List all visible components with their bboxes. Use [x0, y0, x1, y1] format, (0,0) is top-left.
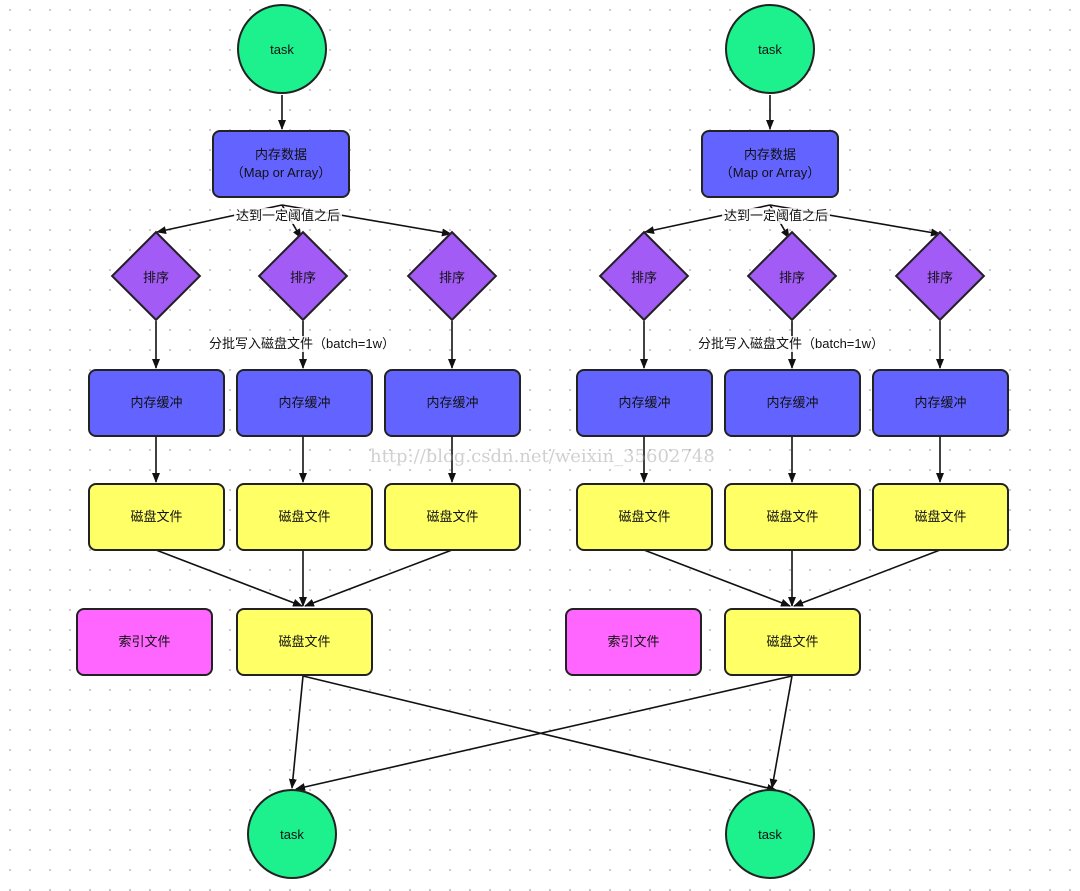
- right-memory-data-node: 内存数据 （Map or Array）: [701, 130, 839, 198]
- left-memory-data-subtitle: （Map or Array）: [230, 165, 332, 180]
- left-disk-file-label-2: 磁盘文件: [278, 509, 331, 524]
- right-sort-label-3: 排序: [926, 269, 953, 285]
- right-memory-data-title: 内存数据: [743, 147, 796, 162]
- right-sort-label-1: 排序: [630, 269, 657, 285]
- right-buffer-label-3: 内存缓冲: [914, 395, 967, 410]
- left-memory-data-title: 内存数据: [254, 147, 307, 162]
- left-buffer-label-1: 内存缓冲: [130, 395, 183, 410]
- right-buffer-node-3: 内存缓冲: [872, 369, 1009, 437]
- left-index-file-label: 索引文件: [118, 634, 171, 649]
- right-top-task-node: task: [725, 4, 815, 94]
- right-threshold-label: 达到一定阈值之后: [722, 208, 831, 224]
- right-disk-file-node-2: 磁盘文件: [724, 483, 861, 551]
- left-disk-file-label-1: 磁盘文件: [130, 509, 183, 524]
- right-bottom-task-node: task: [725, 789, 815, 879]
- left-disk-file-node-3: 磁盘文件: [384, 483, 521, 551]
- left-sort-node-1: 排序: [110, 230, 202, 322]
- edge-left-disk-3-to-merged: [304, 549, 453, 607]
- edge-right-disk-3-to-merged: [793, 549, 941, 607]
- left-top-task-label: task: [270, 41, 294, 57]
- left-sort-node-3: 排序: [406, 230, 498, 322]
- left-memory-data-node: 内存数据 （Map or Array）: [212, 130, 350, 198]
- left-sort-label-1: 排序: [142, 269, 169, 285]
- right-top-task-label: task: [758, 41, 782, 57]
- right-bottom-task-label: task: [758, 826, 782, 842]
- right-disk-file-node-3: 磁盘文件: [872, 483, 1009, 551]
- right-disk-file-label-3: 磁盘文件: [914, 509, 967, 524]
- left-buffer-node-1: 内存缓冲: [88, 369, 225, 437]
- left-buffer-node-3: 内存缓冲: [384, 369, 521, 437]
- right-buffer-label-1: 内存缓冲: [618, 395, 671, 410]
- right-buffer-node-1: 内存缓冲: [576, 369, 713, 437]
- left-top-task-node: task: [237, 4, 327, 94]
- left-sort-label-3: 排序: [438, 269, 465, 285]
- right-sort-node-3: 排序: [894, 230, 986, 322]
- left-disk-file-node-2: 磁盘文件: [236, 483, 373, 551]
- left-sort-label-2: 排序: [289, 269, 316, 285]
- edge-left-disk-1-to-merged: [155, 549, 303, 607]
- right-disk-file-label-2: 磁盘文件: [766, 509, 819, 524]
- right-buffer-label-2: 内存缓冲: [766, 395, 819, 410]
- left-index-file-node: 索引文件: [76, 608, 213, 676]
- left-bottom-task-node: task: [247, 789, 337, 879]
- right-sort-label-2: 排序: [778, 269, 805, 285]
- right-index-file-label: 索引文件: [607, 634, 660, 649]
- right-sort-node-1: 排序: [598, 230, 690, 322]
- edge-left-merged-to-left-task: [288, 675, 304, 789]
- right-disk-file-node-1: 磁盘文件: [576, 483, 713, 551]
- right-disk-file-label-1: 磁盘文件: [618, 509, 671, 524]
- left-threshold-label: 达到一定阈值之后: [234, 208, 343, 224]
- left-disk-file-label-3: 磁盘文件: [426, 509, 479, 524]
- right-merged-disk-file-node: 磁盘文件: [724, 608, 861, 676]
- right-memory-data-subtitle: （Map or Array）: [719, 165, 821, 180]
- left-disk-file-node-1: 磁盘文件: [88, 483, 225, 551]
- left-bottom-task-label: task: [280, 826, 304, 842]
- left-buffer-node-2: 内存缓冲: [236, 369, 373, 437]
- left-buffer-label-2: 内存缓冲: [278, 395, 331, 410]
- right-buffer-node-2: 内存缓冲: [724, 369, 861, 437]
- right-sort-node-2: 排序: [746, 230, 838, 322]
- right-index-file-node: 索引文件: [565, 608, 702, 676]
- left-merged-disk-file-node: 磁盘文件: [236, 608, 373, 676]
- watermark: http://blog.csdn.net/weixin_35602748: [370, 446, 715, 467]
- left-buffer-label-3: 内存缓冲: [426, 395, 479, 410]
- left-batch-label: 分批写入磁盘文件（batch=1w）: [207, 336, 398, 352]
- edge-right-merged-to-right-task: [769, 675, 793, 789]
- right-batch-label: 分批写入磁盘文件（batch=1w）: [696, 336, 887, 352]
- left-sort-node-2: 排序: [257, 230, 349, 322]
- edge-right-disk-1-to-merged: [643, 549, 791, 607]
- left-merged-disk-file-label: 磁盘文件: [278, 634, 331, 649]
- right-merged-disk-file-label: 磁盘文件: [766, 634, 819, 649]
- edge-right-merged-to-left-task: [295, 675, 793, 791]
